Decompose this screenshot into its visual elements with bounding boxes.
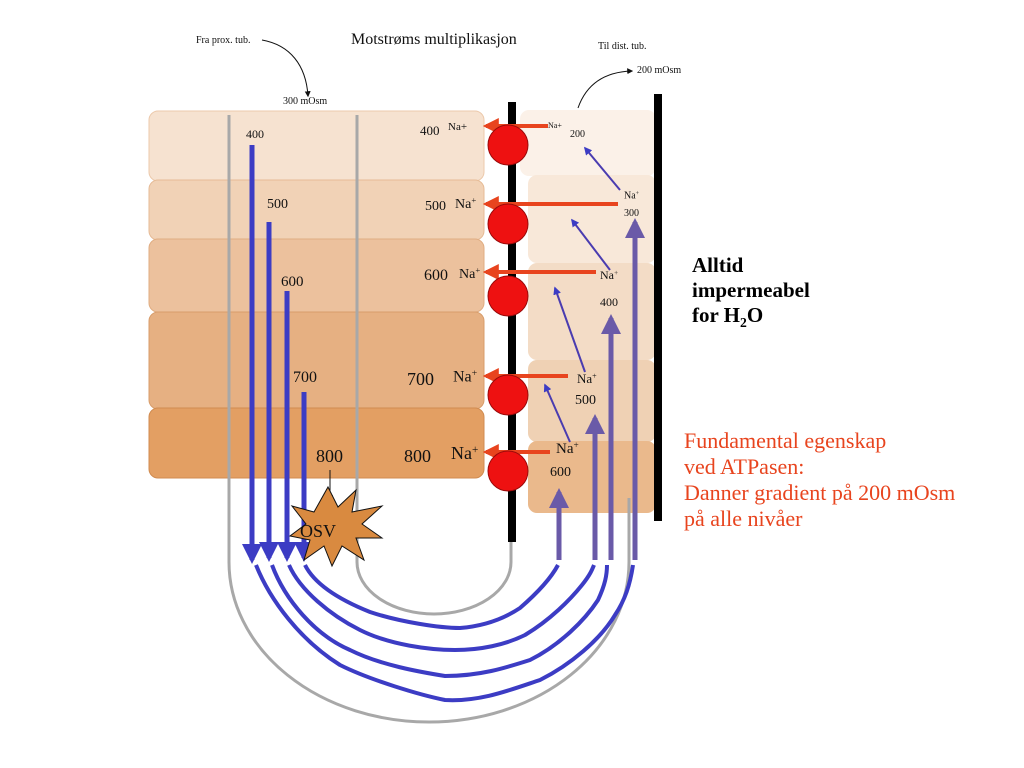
- osv-starburst: [288, 485, 384, 568]
- ascending-ion-300: Na+: [624, 190, 640, 202]
- ion-label-600: Na+: [459, 265, 481, 282]
- ascending-value-400: 400: [600, 295, 618, 309]
- atpase-line3: Danner gradient på 200 mOsm: [684, 480, 956, 505]
- interstitial-value-400: 400: [420, 123, 440, 138]
- atpase-line2: ved ATPasen:: [684, 454, 805, 479]
- interstitial-value-500: 500: [425, 199, 446, 214]
- impermeable-line1: Alltid: [692, 253, 744, 277]
- impermeable-line3: for H2O: [692, 303, 764, 331]
- descending-value-500: 500: [267, 197, 288, 212]
- descending-value-600: 600: [281, 274, 304, 290]
- atpase-pumps: [487, 124, 529, 492]
- inflow-label: Fra prox. tub.: [196, 35, 251, 46]
- descending-value-700: 700: [293, 369, 317, 386]
- diagram-title: Motstrøms multiplikasjon: [351, 31, 517, 48]
- outflow-value: 200 mOsm: [637, 65, 682, 76]
- ascending-diffusion-arrows: [543, 146, 621, 443]
- ascending-value-600: 600: [550, 465, 571, 480]
- inner-wall: [355, 115, 513, 616]
- outflow-arrow: [577, 68, 634, 109]
- asc-band-300: [528, 175, 656, 263]
- ascending-ion-600: Na+: [556, 441, 579, 458]
- osv-label: OSV: [300, 521, 337, 541]
- ascending-ion-500: Na+: [577, 371, 597, 386]
- band-700: [148, 311, 485, 410]
- outer-wall: [227, 115, 631, 724]
- interstitial-value-700: 700: [407, 369, 434, 389]
- ascending-flow: [549, 218, 645, 560]
- interstitial-value-800: 800: [404, 446, 431, 466]
- ascending-value-300: 300: [624, 208, 639, 219]
- band-800: [148, 407, 485, 479]
- loop-flow: [254, 564, 635, 703]
- atpase-note: Fundamental egenskap ved ATPasen: Danner…: [684, 428, 955, 532]
- band-400: [148, 110, 485, 182]
- asc-band-200: [520, 110, 656, 176]
- top-ion-label: Na+: [448, 121, 468, 133]
- descending-value-400: 400: [246, 127, 264, 141]
- ascending-value-200: 200: [570, 129, 585, 140]
- inflow-arrow: [261, 39, 311, 98]
- interstitium-bands: [148, 110, 485, 479]
- ascending-value-500: 500: [575, 393, 596, 408]
- ascending-wall-right: [654, 94, 662, 521]
- interstitial-value-600: 600: [424, 267, 448, 284]
- ion-label-700: Na+: [453, 368, 478, 386]
- tubule-walls: [227, 115, 631, 724]
- ascending-ion-400: Na+: [600, 268, 619, 283]
- inflow-value: 300 mOsm: [283, 96, 328, 107]
- outflow-label: Til dist. tub.: [598, 41, 647, 52]
- impermeable-line2: impermeabel: [692, 278, 810, 302]
- ion-label-800: Na+: [451, 443, 479, 463]
- atpase-line4: på alle nivåer: [684, 506, 803, 531]
- ascending-wall-left: [508, 102, 516, 542]
- ascending-ion-small: Na+: [548, 121, 562, 130]
- ion-label-500: Na+: [455, 195, 477, 212]
- atpase-line1: Fundamental egenskap: [684, 428, 887, 453]
- impermeable-note: Alltid impermeabel for H2O: [692, 253, 810, 335]
- descending-value-800: 800: [316, 446, 343, 466]
